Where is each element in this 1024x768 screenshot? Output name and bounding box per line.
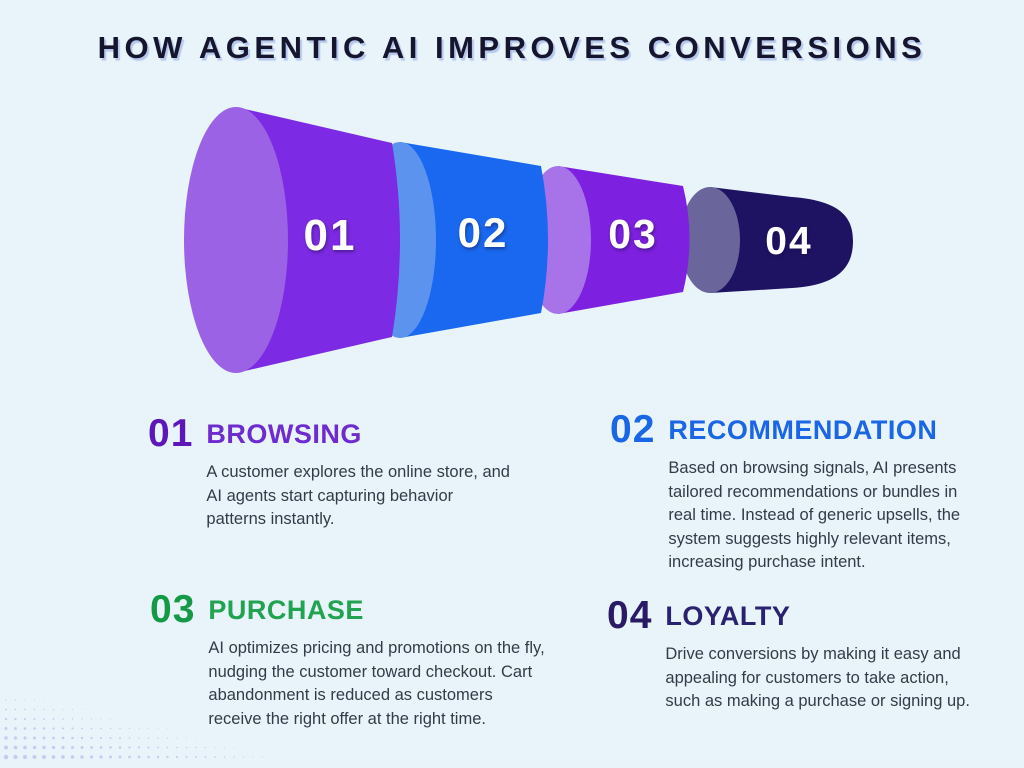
funnel-segment-1: 01	[184, 107, 400, 373]
section-heading: LOYALTY	[665, 601, 791, 631]
funnel-label-03: 03	[608, 211, 658, 257]
section-heading: BROWSING	[206, 419, 362, 449]
section-description: AI optimizes pricing and promotions on t…	[208, 639, 545, 728]
section-browsing: 01 BROWSING A customer explores the onli…	[148, 414, 516, 532]
section-recommendation: 02 RECOMMENDATION Based on browsing sign…	[610, 410, 986, 575]
funnel-segment-4-body	[710, 187, 853, 293]
funnel-label-04: 04	[765, 220, 812, 263]
section-purchase: 03 PURCHASE AI optimizes pricing and pro…	[150, 590, 548, 731]
funnel-segment-4: 04	[680, 187, 853, 293]
section-number: 02	[610, 408, 656, 451]
section-number: 01	[148, 412, 194, 455]
section-heading: RECOMMENDATION	[668, 415, 938, 445]
dots-pattern	[3, 699, 282, 760]
funnel-label-02: 02	[458, 209, 509, 256]
section-number: 03	[150, 588, 196, 631]
page-title: HOW AGENTIC AI IMPROVES CONVERSIONS	[97, 30, 927, 65]
funnel-segment-3-body	[558, 166, 690, 314]
funnel-segment-1-face	[184, 107, 288, 373]
section-description: Based on browsing signals, AI presents t…	[668, 459, 961, 571]
section-description: A customer explores the online store, an…	[206, 463, 510, 528]
funnel-segment-3: 03	[525, 166, 690, 314]
section-description: Drive conversions by making it easy and …	[665, 645, 970, 710]
funnel-segment-2-body	[400, 142, 548, 338]
funnel-label-01: 01	[304, 211, 357, 260]
section-loyalty: 04 LOYALTY Drive conversions by making i…	[607, 596, 987, 714]
funnel-segment-4-face	[680, 187, 740, 293]
section-heading: PURCHASE	[208, 595, 364, 625]
section-number: 04	[607, 594, 653, 637]
